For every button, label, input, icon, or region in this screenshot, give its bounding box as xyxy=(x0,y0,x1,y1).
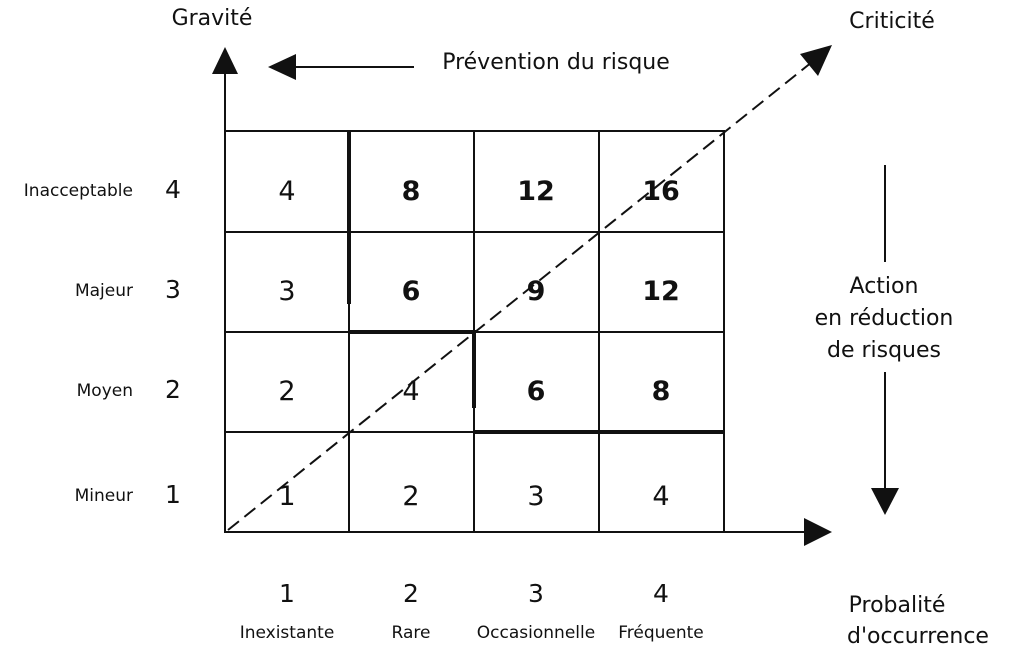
matrix-cell-value: 6 xyxy=(527,376,546,407)
action-label-line1: Action xyxy=(850,274,919,299)
column-level-label: 3 xyxy=(528,579,544,608)
row-level-label: 3 xyxy=(165,275,181,304)
prevention-arrowhead-icon xyxy=(268,54,296,80)
matrix-cell-value: 1 xyxy=(278,481,295,512)
x-axis-arrowhead-icon xyxy=(804,518,832,546)
action-label-line3: de risques xyxy=(827,338,941,363)
matrix-cell-value: 2 xyxy=(278,376,295,407)
column-name-label: Fréquente xyxy=(618,623,704,643)
matrix-cell-value: 12 xyxy=(642,276,680,307)
matrix-cell-value: 16 xyxy=(642,176,680,207)
column-name-label: Occasionnelle xyxy=(477,623,595,643)
matrix-cell-value: 8 xyxy=(652,376,671,407)
column-level-label: 1 xyxy=(279,579,295,608)
y-axis-arrowhead-icon xyxy=(212,47,238,74)
row-name-label: Mineur xyxy=(75,486,133,506)
action-label-line2: en réduction xyxy=(815,306,954,331)
x-axis-title-line2: d'occurrence xyxy=(847,624,989,649)
matrix-cell-value: 12 xyxy=(517,176,555,207)
action-arrowhead-icon xyxy=(871,488,899,515)
matrix-cell-value: 3 xyxy=(527,481,544,512)
matrix-cell-value: 6 xyxy=(402,276,421,307)
prevention-label: Prévention du risque xyxy=(442,50,670,75)
row-level-label: 4 xyxy=(165,175,181,204)
matrix-cell-value: 3 xyxy=(278,276,295,307)
x-axis-title-line1: Probalité xyxy=(849,593,946,618)
matrix-cell-value: 4 xyxy=(652,481,669,512)
matrix-cell-value: 8 xyxy=(402,176,421,207)
matrix-cell-value: 4 xyxy=(402,376,419,407)
row-name-label: Majeur xyxy=(75,281,133,301)
criticity-arrowhead-icon xyxy=(800,45,832,76)
y-axis-title: Gravité xyxy=(172,6,253,31)
matrix-cell-value: 4 xyxy=(278,176,295,207)
row-level-label: 2 xyxy=(165,375,181,404)
column-name-label: Inexistante xyxy=(240,623,335,643)
column-level-label: 2 xyxy=(403,579,419,608)
column-level-label: 4 xyxy=(653,579,669,608)
row-name-label: Inacceptable xyxy=(24,181,133,201)
column-name-label: Rare xyxy=(392,623,431,643)
row-name-label: Moyen xyxy=(77,381,133,401)
row-level-label: 1 xyxy=(165,480,181,509)
diagonal-title: Criticité xyxy=(849,9,935,34)
matrix-cell-value: 2 xyxy=(402,481,419,512)
matrix-cell-value: 9 xyxy=(527,276,546,307)
